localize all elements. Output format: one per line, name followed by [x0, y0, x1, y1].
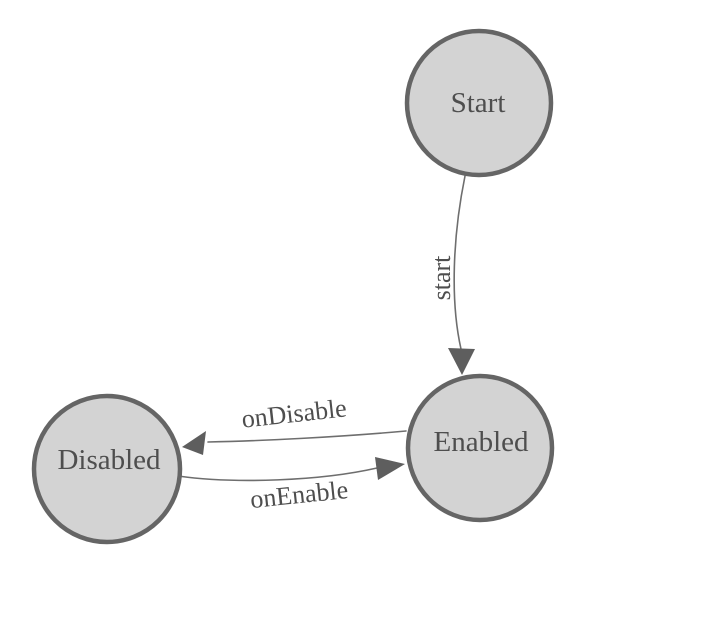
state-circle[interactable]: [404, 28, 554, 178]
edge-line: [177, 467, 378, 482]
edge-start-to-enabled: start: [427, 175, 475, 375]
state-circle[interactable]: [31, 393, 183, 545]
arrowhead-down-icon: [448, 348, 475, 375]
edge-label-start: start: [427, 255, 456, 301]
edge-disabled-to-enabled: onEnable: [177, 457, 405, 514]
state-node-disabled[interactable]: Disabled: [31, 393, 183, 545]
state-circle[interactable]: [405, 373, 555, 523]
arrowhead-left-icon: [182, 431, 206, 455]
edge-label-ondisable: onDisable: [240, 393, 348, 433]
state-label-disabled: Disabled: [57, 444, 161, 476]
state-node-enabled[interactable]: Enabled: [405, 373, 555, 523]
state-label-start: Start: [451, 87, 506, 119]
state-node-start[interactable]: Start: [404, 28, 554, 178]
edge-line: [453, 175, 466, 350]
state-label-enabled: Enabled: [433, 426, 529, 458]
edge-line: [207, 430, 407, 443]
arrowhead-right-icon: [375, 457, 405, 480]
edge-enabled-to-disabled: onDisable: [182, 393, 407, 455]
